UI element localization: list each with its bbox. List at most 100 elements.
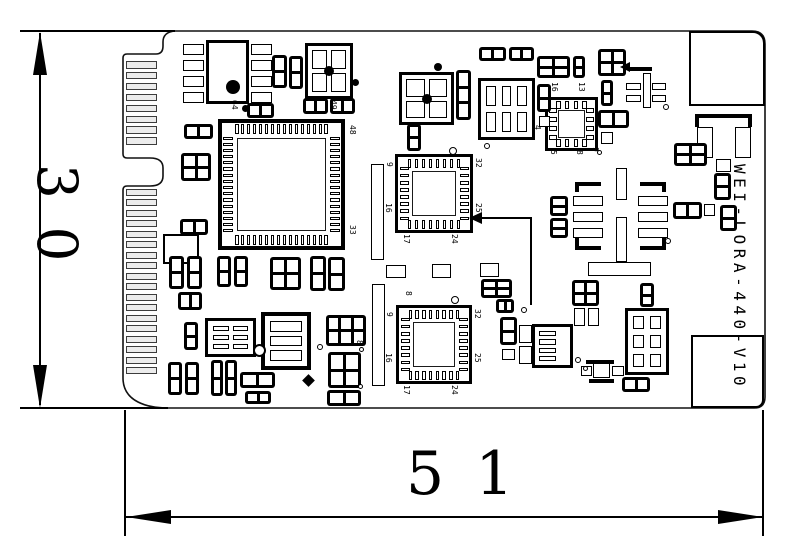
chip-pin xyxy=(223,204,233,208)
gold-finger xyxy=(126,251,157,259)
trace-bar xyxy=(662,238,666,249)
smd-pad xyxy=(519,325,532,343)
pin-number-label: 9 xyxy=(591,147,600,152)
pin-number-label: 8 xyxy=(355,340,364,345)
chip-pin xyxy=(330,136,340,140)
extension-line-left xyxy=(124,410,126,536)
pad-slot xyxy=(484,282,495,287)
chip-pin xyxy=(442,309,446,319)
pad-slot xyxy=(539,355,556,361)
chip-pin xyxy=(586,117,594,122)
chip-pin xyxy=(259,235,263,245)
leader-arrow xyxy=(469,212,482,224)
chip-pin xyxy=(400,367,410,372)
pad-slot xyxy=(190,274,199,286)
chip-pin xyxy=(223,179,233,183)
smd-pad xyxy=(643,73,651,108)
pin1-dot xyxy=(226,80,240,94)
smd-pad xyxy=(502,349,515,360)
chip-pin xyxy=(223,186,233,190)
gold-finger xyxy=(126,283,157,291)
smd-passive xyxy=(601,80,613,106)
chip-pin xyxy=(449,219,454,229)
pad-slot xyxy=(214,379,220,393)
smd-passive xyxy=(640,283,654,307)
chip-pin xyxy=(407,158,412,168)
chip-pin xyxy=(459,195,469,199)
via-ring xyxy=(597,150,602,155)
pad-slot xyxy=(506,302,511,310)
chip-pin xyxy=(330,210,340,214)
pin-number-label: 17 xyxy=(402,234,411,244)
smd-passive xyxy=(407,124,421,151)
smd-pad xyxy=(588,262,651,276)
pad-slot xyxy=(232,335,248,340)
chip-pin xyxy=(399,209,409,214)
pad-slot xyxy=(237,259,245,270)
pad-slot xyxy=(459,104,468,117)
pad-slot xyxy=(676,205,686,216)
chip-pin xyxy=(330,223,340,227)
pad-slot xyxy=(237,273,245,284)
vertical-dimension-line xyxy=(39,33,41,405)
chip-pin xyxy=(449,309,453,319)
pin1-dot xyxy=(352,79,359,86)
smd-pad xyxy=(593,363,610,378)
pad-slot xyxy=(517,112,527,132)
trace-bar xyxy=(575,182,601,186)
chip-pin xyxy=(586,108,594,113)
gold-finger xyxy=(126,325,157,333)
chip-pin xyxy=(253,235,257,245)
pad-slot xyxy=(188,365,196,377)
pad-slot xyxy=(200,127,210,136)
chip-pin xyxy=(458,353,468,357)
pin-number-label: 33 xyxy=(348,225,357,235)
chip-pin xyxy=(449,370,453,380)
pad-slot xyxy=(191,295,199,307)
chip-pin xyxy=(435,309,440,319)
pad-slot xyxy=(248,394,257,401)
gold-finger xyxy=(126,126,157,134)
pad-slot xyxy=(287,275,298,287)
pad-slot xyxy=(331,355,343,369)
trace-bar xyxy=(589,379,614,383)
chip-pin xyxy=(282,235,286,245)
soic8-chip xyxy=(206,40,249,104)
smd-pad xyxy=(519,346,532,364)
chip-pin xyxy=(459,166,469,171)
chip-pin xyxy=(458,367,468,372)
chip-pin xyxy=(223,142,233,146)
via-ring xyxy=(575,357,581,363)
pad-slot xyxy=(213,344,229,349)
pad-slot xyxy=(232,344,248,349)
pin-number-label: 25 xyxy=(474,203,483,213)
pad-slot xyxy=(692,156,704,163)
pad-slot xyxy=(650,335,661,348)
chip-pin xyxy=(428,219,433,229)
chip-pin xyxy=(400,332,410,336)
gold-finger xyxy=(126,314,157,322)
smd-pad xyxy=(735,127,751,158)
pad-slot xyxy=(273,260,284,272)
pad-slot xyxy=(540,87,548,97)
trace-bar xyxy=(748,114,752,127)
chip-pin xyxy=(259,124,263,134)
pad-slot xyxy=(331,275,342,288)
smd-pad xyxy=(386,265,406,278)
pad-slot xyxy=(555,59,567,66)
pad-slot xyxy=(601,64,611,73)
smd-passive xyxy=(479,47,506,61)
pad-slot xyxy=(275,73,284,85)
smd-passive xyxy=(456,70,471,120)
pad-slot xyxy=(604,83,610,92)
chip-pin xyxy=(282,124,286,134)
chip-pin xyxy=(318,124,322,134)
pad-slot xyxy=(587,294,596,303)
pad-slot xyxy=(341,332,351,343)
antenna-pad-bottom-right xyxy=(691,335,764,408)
width-dimension-value: 51 xyxy=(406,439,545,509)
smd-pad xyxy=(588,308,599,326)
chip-pin xyxy=(408,309,413,319)
extension-line-bottom-left xyxy=(20,407,168,409)
